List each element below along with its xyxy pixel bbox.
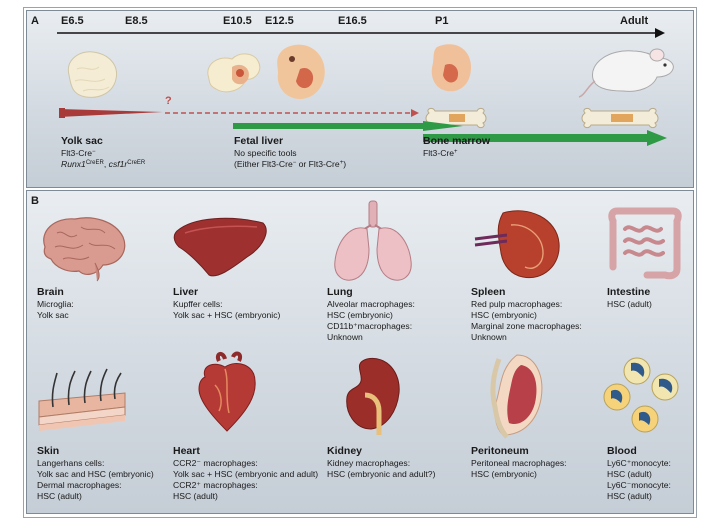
organ-heart-line-2: Yolk sac + HSC (embryonic and adult) (173, 469, 319, 479)
organ-lung-line-2: HSC (embryonic) (327, 310, 393, 320)
timeline-label-e10-5: E10.5 (223, 15, 252, 27)
organ-title-lung: Lung (327, 286, 353, 298)
organ-title-brain: Brain (37, 286, 64, 298)
organ-card-skin: Skin Langerhans cells: Yolk sac and HSC … (37, 445, 154, 502)
organ-card-lung: Lung Alveolar macrophages: HSC (embryoni… (327, 286, 415, 343)
organ-title-spleen: Spleen (471, 286, 506, 298)
organ-peritoneum-line-1: Peritoneal macrophages: (471, 458, 567, 468)
organ-kidney-line-1: Kidney macrophages: (327, 458, 411, 468)
yolk-sac-tool-1: Flt3-Cre− (61, 148, 96, 158)
organ-blood-line-4: HSC (adult) (607, 491, 652, 501)
organ-spleen-line-2: HSC (embryonic) (471, 310, 537, 320)
organ-liver-line-1: Kupffer cells: (173, 299, 223, 309)
panel-a: A E6.5 E8.5 E10.5 E12.5 E16.5 P1 Adult (26, 10, 694, 188)
organ-card-intestine: Intestine HSC (adult) (607, 286, 652, 310)
bone-marrow-block: Bone marrow Flt3-Cre+ (423, 135, 490, 159)
fetal-liver-tool-2: (Either Flt3-Cre− or Flt3-Cre+) (234, 159, 347, 169)
blood-cells-icon (603, 357, 679, 433)
organ-card-brain: Brain Microglia: Yolk sac (37, 286, 74, 321)
timeline-label-e6-5: E6.5 (61, 15, 84, 27)
uncertain-question-mark: ? (165, 95, 172, 107)
organ-blood-line-2: HSC (adult) (607, 469, 652, 479)
organ-title-kidney: Kidney (327, 445, 363, 457)
kidney-icon (346, 357, 400, 435)
timeline-label-e16-5: E16.5 (338, 15, 367, 27)
organ-brain-line-2: Yolk sac (37, 310, 69, 320)
organ-spleen-line-1: Red pulp macrophages: (471, 299, 563, 309)
timeline-label-e8-5: E8.5 (125, 15, 148, 27)
organ-skin-line-3: Dermal macrophages: (37, 480, 122, 490)
fetal-liver-title: Fetal liver (234, 135, 284, 147)
organ-card-peritoneum: Peritoneum Peritoneal macrophages: HSC (… (471, 445, 567, 480)
organ-skin-line-2: Yolk sac and HSC (embryonic) (37, 469, 154, 479)
embryo-e12-5-icon (277, 44, 325, 99)
newborn-pup-icon (431, 44, 471, 92)
organ-title-intestine: Intestine (607, 286, 651, 298)
organ-lung-line-3: CD11b⁺macrophages: (327, 321, 413, 331)
panel-b-label: B (31, 195, 39, 207)
yolk-sac-contribution-arrow (59, 108, 163, 118)
organ-lung-line-4: Unknown (327, 332, 363, 342)
organ-blood-line-3: Ly6C⁻monocyte: (607, 480, 671, 490)
intestine-icon (608, 207, 682, 280)
organ-title-peritoneum: Peritoneum (471, 445, 529, 457)
organ-spleen-line-3: Marginal zone macrophages: (471, 321, 582, 331)
organ-heart-line-4: HSC (adult) (173, 491, 218, 501)
fetal-liver-tool-1: No specific tools (234, 148, 297, 158)
embryo-e10-5-icon (207, 53, 261, 93)
liver-icon (173, 217, 267, 277)
bone-marrow-title: Bone marrow (423, 135, 491, 147)
organ-title-blood: Blood (607, 445, 637, 457)
yolk-sac-tool-2: Runx1CreER, csf1rCreER (61, 159, 146, 169)
organ-kidney-line-2: HSC (embryonic and adult?) (327, 469, 436, 479)
yolk-sac-icon (67, 51, 118, 98)
organ-heart-line-3: CCR2⁺ macrophages: (173, 480, 258, 490)
yolk-sac-dashed-arrow (165, 109, 419, 117)
organ-card-spleen: Spleen Red pulp macrophages: HSC (embryo… (471, 286, 582, 343)
adult-mouse-icon (578, 48, 674, 98)
spleen-icon (474, 210, 560, 279)
bone-marrow-contribution-arrow (423, 130, 667, 146)
panel-a-label: A (31, 15, 39, 27)
yolk-sac-block: Yolk sac Flt3-Cre− Runx1CreER, csf1rCreE… (61, 135, 145, 170)
lung-icon (334, 200, 412, 281)
organ-skin-line-4: HSC (adult) (37, 491, 82, 501)
fetal-liver-contribution-arrow (233, 121, 463, 131)
peritoneum-icon (490, 354, 543, 439)
organ-skin-line-1: Langerhans cells: (37, 458, 105, 468)
organ-title-liver: Liver (173, 286, 199, 298)
organ-spleen-line-4: Unknown (471, 332, 507, 342)
timeline-axis (57, 28, 665, 38)
timeline-label-e12-5: E12.5 (265, 15, 294, 27)
panel-b: B Brain Microglia: Yolk sac Liver Kupffe… (26, 190, 694, 514)
organ-card-kidney: Kidney Kidney macrophages: HSC (embryoni… (327, 445, 435, 480)
organ-liver-line-2: Yolk sac + HSC (embryonic) (173, 310, 281, 320)
brain-icon (43, 217, 126, 282)
organ-heart-line-1: CCR2⁻ macrophages: (173, 458, 258, 468)
organ-card-liver: Liver Kupffer cells: Yolk sac + HSC (emb… (173, 286, 280, 321)
organ-card-heart: Heart CCR2⁻ macrophages: Yolk sac + HSC … (173, 445, 318, 502)
heart-icon (198, 351, 256, 432)
organ-title-skin: Skin (37, 445, 60, 457)
bone-marrow-tool-1: Flt3-Cre+ (423, 148, 458, 158)
organ-peritoneum-line-2: HSC (embryonic) (471, 469, 537, 479)
organ-brain-line-1: Microglia: (37, 299, 74, 309)
timeline-label-adult: Adult (620, 15, 649, 27)
bone-adult-icon (581, 107, 659, 129)
organ-intestine-line-1: HSC (adult) (607, 299, 652, 309)
organ-title-heart: Heart (173, 445, 200, 457)
fetal-liver-block: Fetal liver No specific tools (Either Fl… (234, 135, 346, 170)
organ-card-blood: Blood Ly6C⁺monocyte: HSC (adult) Ly6C⁻mo… (607, 445, 671, 502)
organ-lung-line-1: Alveolar macrophages: (327, 299, 415, 309)
organ-blood-line-1: Ly6C⁺monocyte: (607, 458, 671, 468)
skin-icon (38, 368, 126, 431)
yolk-sac-title: Yolk sac (61, 135, 103, 147)
timeline-label-p1: P1 (435, 15, 449, 27)
